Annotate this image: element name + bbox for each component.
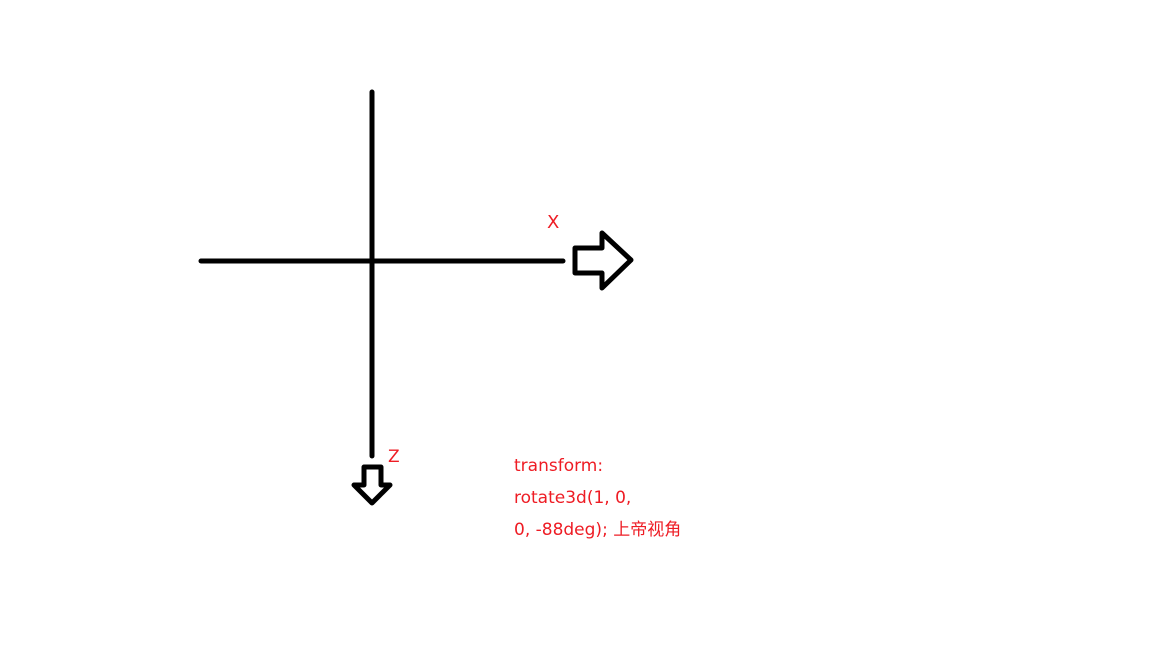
note-line-1: transform: <box>514 456 604 476</box>
x-arrow-icon <box>572 230 634 291</box>
z-axis-label: Z <box>388 447 400 467</box>
note-line-2: rotate3d(1, 0, <box>514 488 632 508</box>
z-arrow-icon <box>351 464 393 506</box>
transform-note: transform: rotate3d(1, 0, 0, -88deg); 上帝… <box>514 450 681 546</box>
note-line-3: 0, -88deg); 上帝视角 <box>514 520 682 540</box>
x-axis-label: X <box>547 212 560 233</box>
